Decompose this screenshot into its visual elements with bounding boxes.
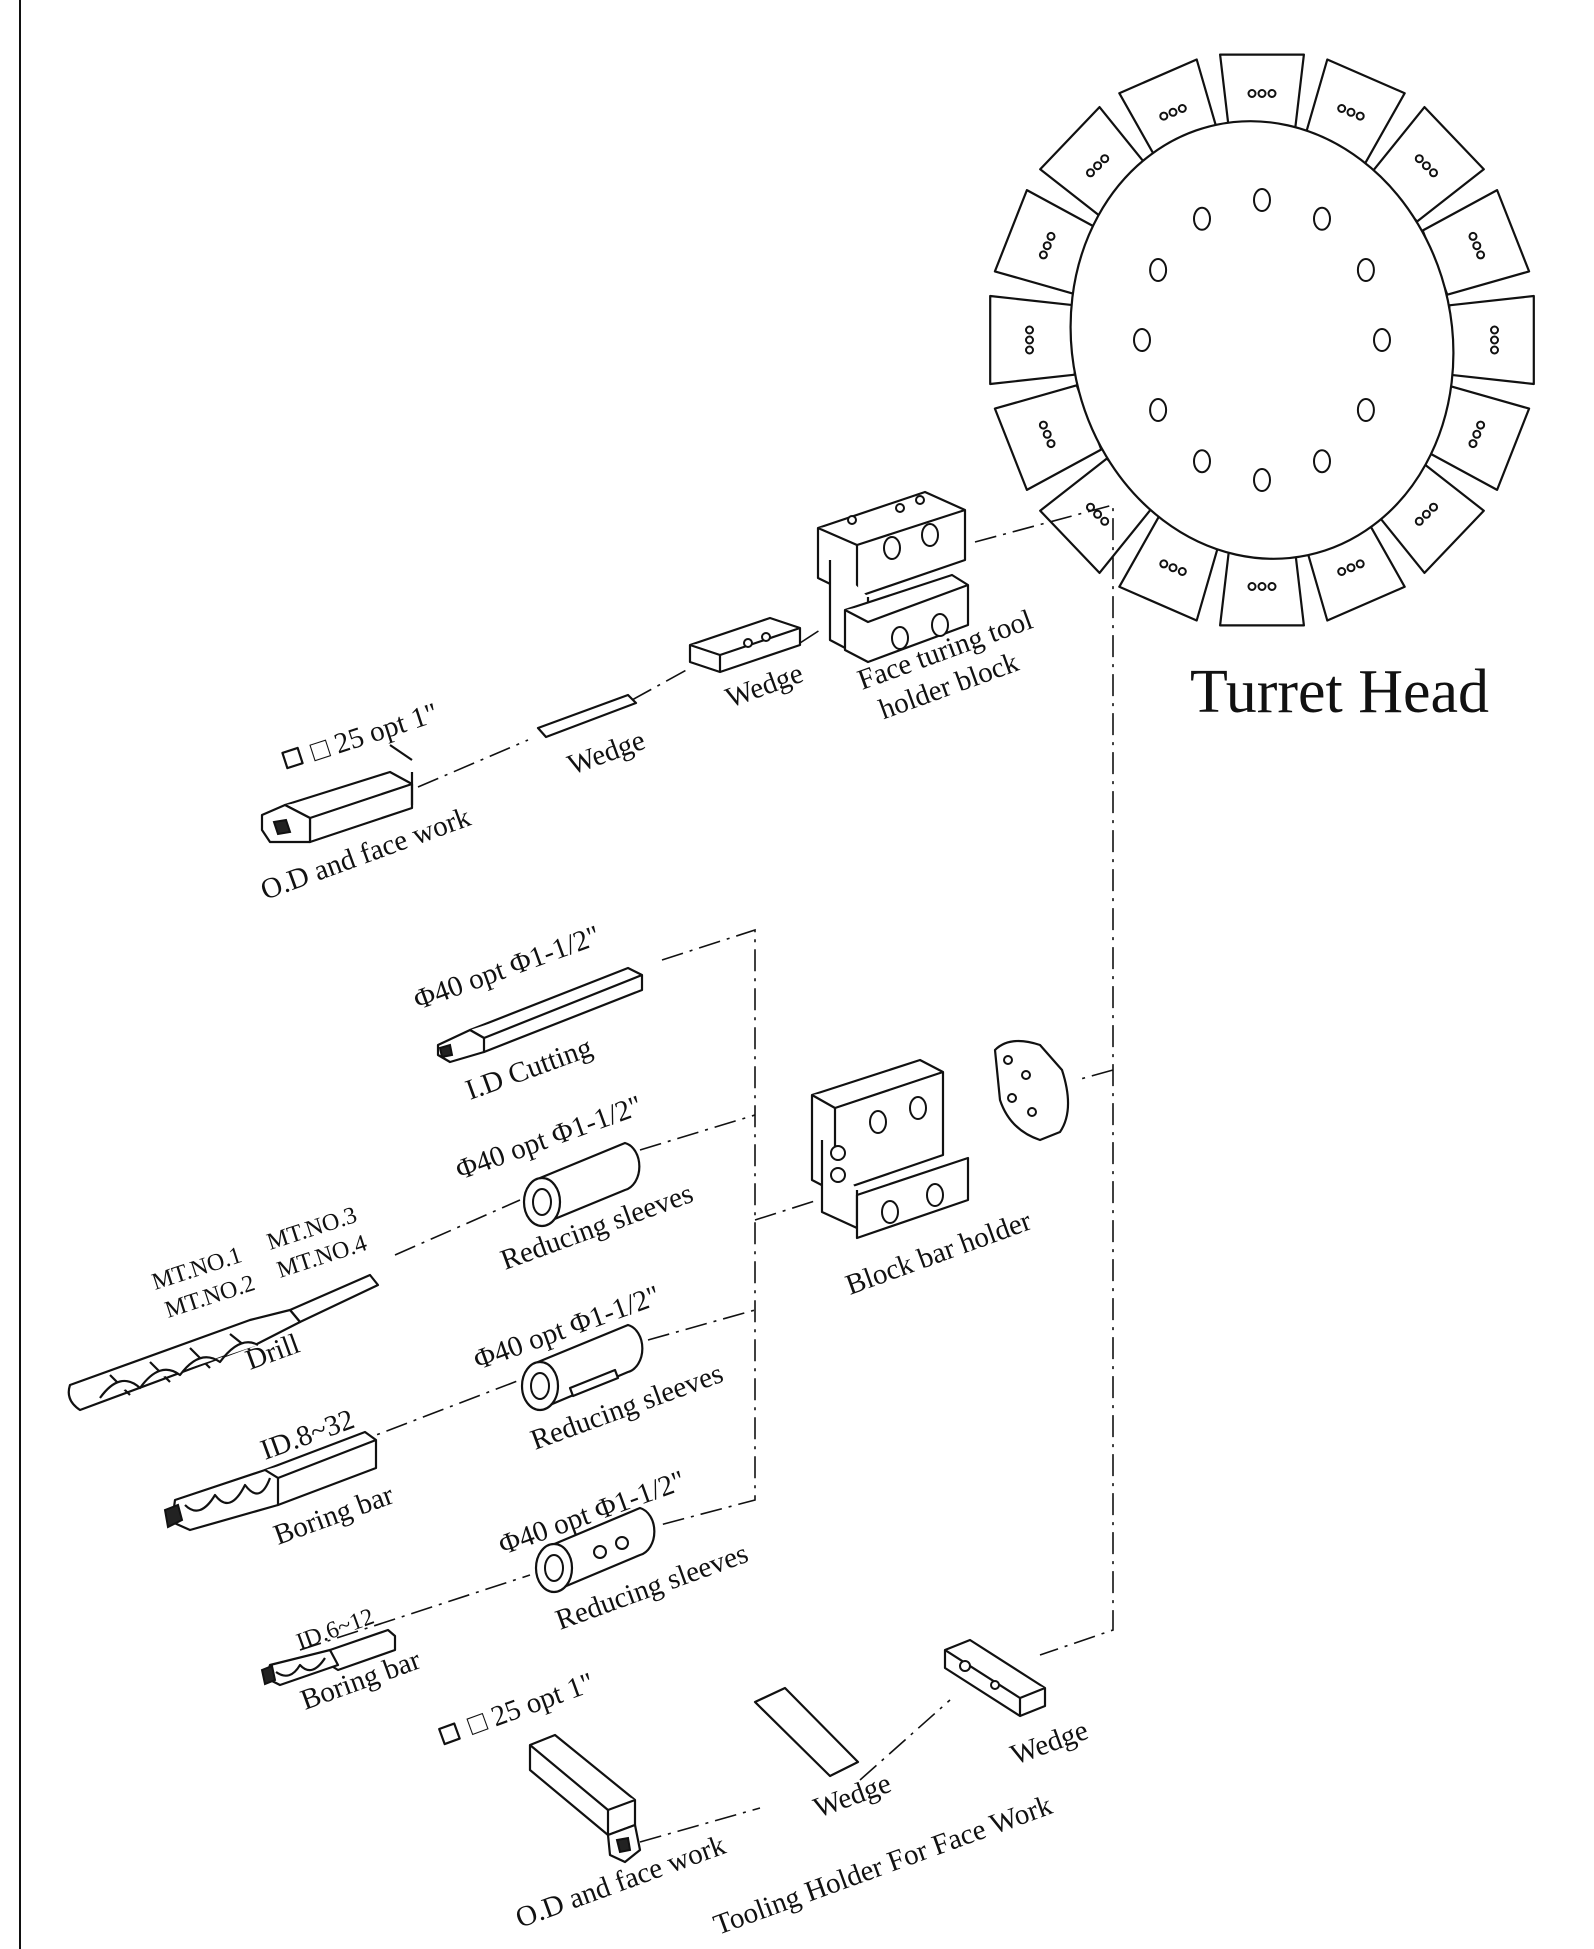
turret-block-hole [1025, 345, 1034, 355]
turret-face-hole [1356, 398, 1375, 422]
od-face-tool-top [260, 744, 414, 844]
turret-block-hole [1038, 250, 1048, 260]
turret-face-hole [1149, 398, 1168, 422]
turret-block-hole [1414, 154, 1424, 164]
turret-block-hole [1086, 168, 1095, 178]
turret-face-holes [1133, 188, 1391, 492]
turret-face-hole [1149, 258, 1168, 282]
turret-face-hole [1313, 449, 1331, 474]
drill [67, 1273, 380, 1412]
turret-block-hole [1159, 559, 1169, 569]
wedge-bottom-block [943, 1638, 1047, 1718]
turret-block-hole [1100, 516, 1110, 526]
turret-block-hole [1042, 241, 1052, 251]
turret-block-hole [1355, 111, 1365, 121]
turret-face-hole [1253, 468, 1271, 492]
turret-head-drawing [989, 53, 1535, 627]
block-bar-holder [810, 1058, 970, 1240]
turret-block-hole [1337, 104, 1347, 113]
turret-block-hole [1093, 161, 1103, 171]
turret-block-hole [1337, 567, 1347, 576]
turret-block-hole [1038, 420, 1048, 430]
turret-block-hole [1168, 107, 1178, 117]
turret-block-hole [1490, 345, 1499, 355]
turret-block-hole [1421, 161, 1431, 171]
face-tooling-holder-label: Tooling Holder For Face Work [709, 1789, 1056, 1942]
turret-block-hole [1025, 325, 1034, 335]
turret-block-hole [1414, 516, 1424, 526]
turret-block-hole [1100, 154, 1110, 164]
turret-block-hole [1177, 104, 1187, 113]
turret-block-hole [1093, 509, 1103, 519]
id-cutting-bar [436, 966, 644, 1064]
turret-block-hole [1267, 89, 1277, 98]
turret-block-hole [1468, 231, 1478, 241]
turret-tool-blocks [989, 53, 1535, 627]
turret-block-hole [1429, 502, 1438, 512]
turret-block-hole [1468, 439, 1478, 449]
wedge-top-plate [536, 693, 638, 739]
turret-face-hole [1133, 328, 1151, 352]
turret-block-hole [1267, 582, 1277, 591]
od-face-tool-bottom [528, 1733, 642, 1864]
turret-face-hole [1193, 206, 1211, 231]
turret-head-title: Turret Head [1190, 658, 1489, 726]
wedge-bottom-label-2: Wedge [1006, 1714, 1092, 1771]
svg-text:□ 25 opt 1": □ 25 opt 1" [307, 697, 442, 768]
turret-block-hole [1257, 582, 1267, 591]
boring-bar-1 [163, 1430, 378, 1532]
turret-block-hole [1472, 429, 1482, 439]
od-top-size-label: □ 25 opt 1" [281, 697, 442, 770]
turret-block-hole [1472, 241, 1482, 251]
turret-block-hole [1177, 567, 1187, 576]
reducing-sleeve-3 [534, 1506, 656, 1594]
turret-face-hole [1253, 188, 1271, 212]
turret-face-hole [1356, 258, 1375, 282]
turret-face-hole [1373, 328, 1391, 352]
turret-block-hole [1476, 420, 1486, 430]
face-turning-tool-holder-block [816, 490, 970, 664]
turret-block-hole [1421, 509, 1431, 519]
turret-block-hole [1490, 335, 1499, 345]
turret-block-hole [1346, 107, 1356, 117]
leader-lines [299, 503, 1114, 1843]
turret-face-hole [1313, 206, 1331, 231]
svg-text:□ 25 opt 1": □ 25 opt 1" [464, 1667, 599, 1742]
turret-block-hole [1025, 335, 1034, 345]
turret-block-hole [1042, 429, 1052, 439]
turret-block-hole [1490, 325, 1499, 335]
od-bottom-size-label: □ 25 opt 1" [438, 1667, 599, 1746]
wedge-top-label-1: Wedge [563, 724, 649, 781]
turret-block-hole [1257, 89, 1267, 98]
boring-bar-2 [260, 1628, 397, 1687]
turret-block-hole [1159, 111, 1169, 121]
reducing-sleeve-2 [520, 1323, 644, 1412]
turret-block-hole [1346, 563, 1356, 573]
turret-block-hole [1247, 89, 1257, 98]
turret-block-hole [1355, 559, 1365, 569]
turret-block-hole [1046, 439, 1056, 449]
turret-block-hole [1476, 250, 1486, 260]
turret-face-hole [1193, 449, 1211, 474]
turret-block-hole [1046, 231, 1056, 241]
turret-block-hole [1429, 168, 1438, 178]
turret-block-hole [1247, 582, 1257, 591]
turret-block-hole [1168, 563, 1178, 573]
block-bar-backplate [993, 1039, 1070, 1142]
turret-face-disc [1069, 120, 1455, 560]
reducing-sleeve-1 [522, 1141, 641, 1228]
wedge-top-block [688, 616, 802, 674]
wedge-bottom-label-1: Wedge [809, 1767, 895, 1824]
wedge-bottom-plate [753, 1686, 860, 1778]
